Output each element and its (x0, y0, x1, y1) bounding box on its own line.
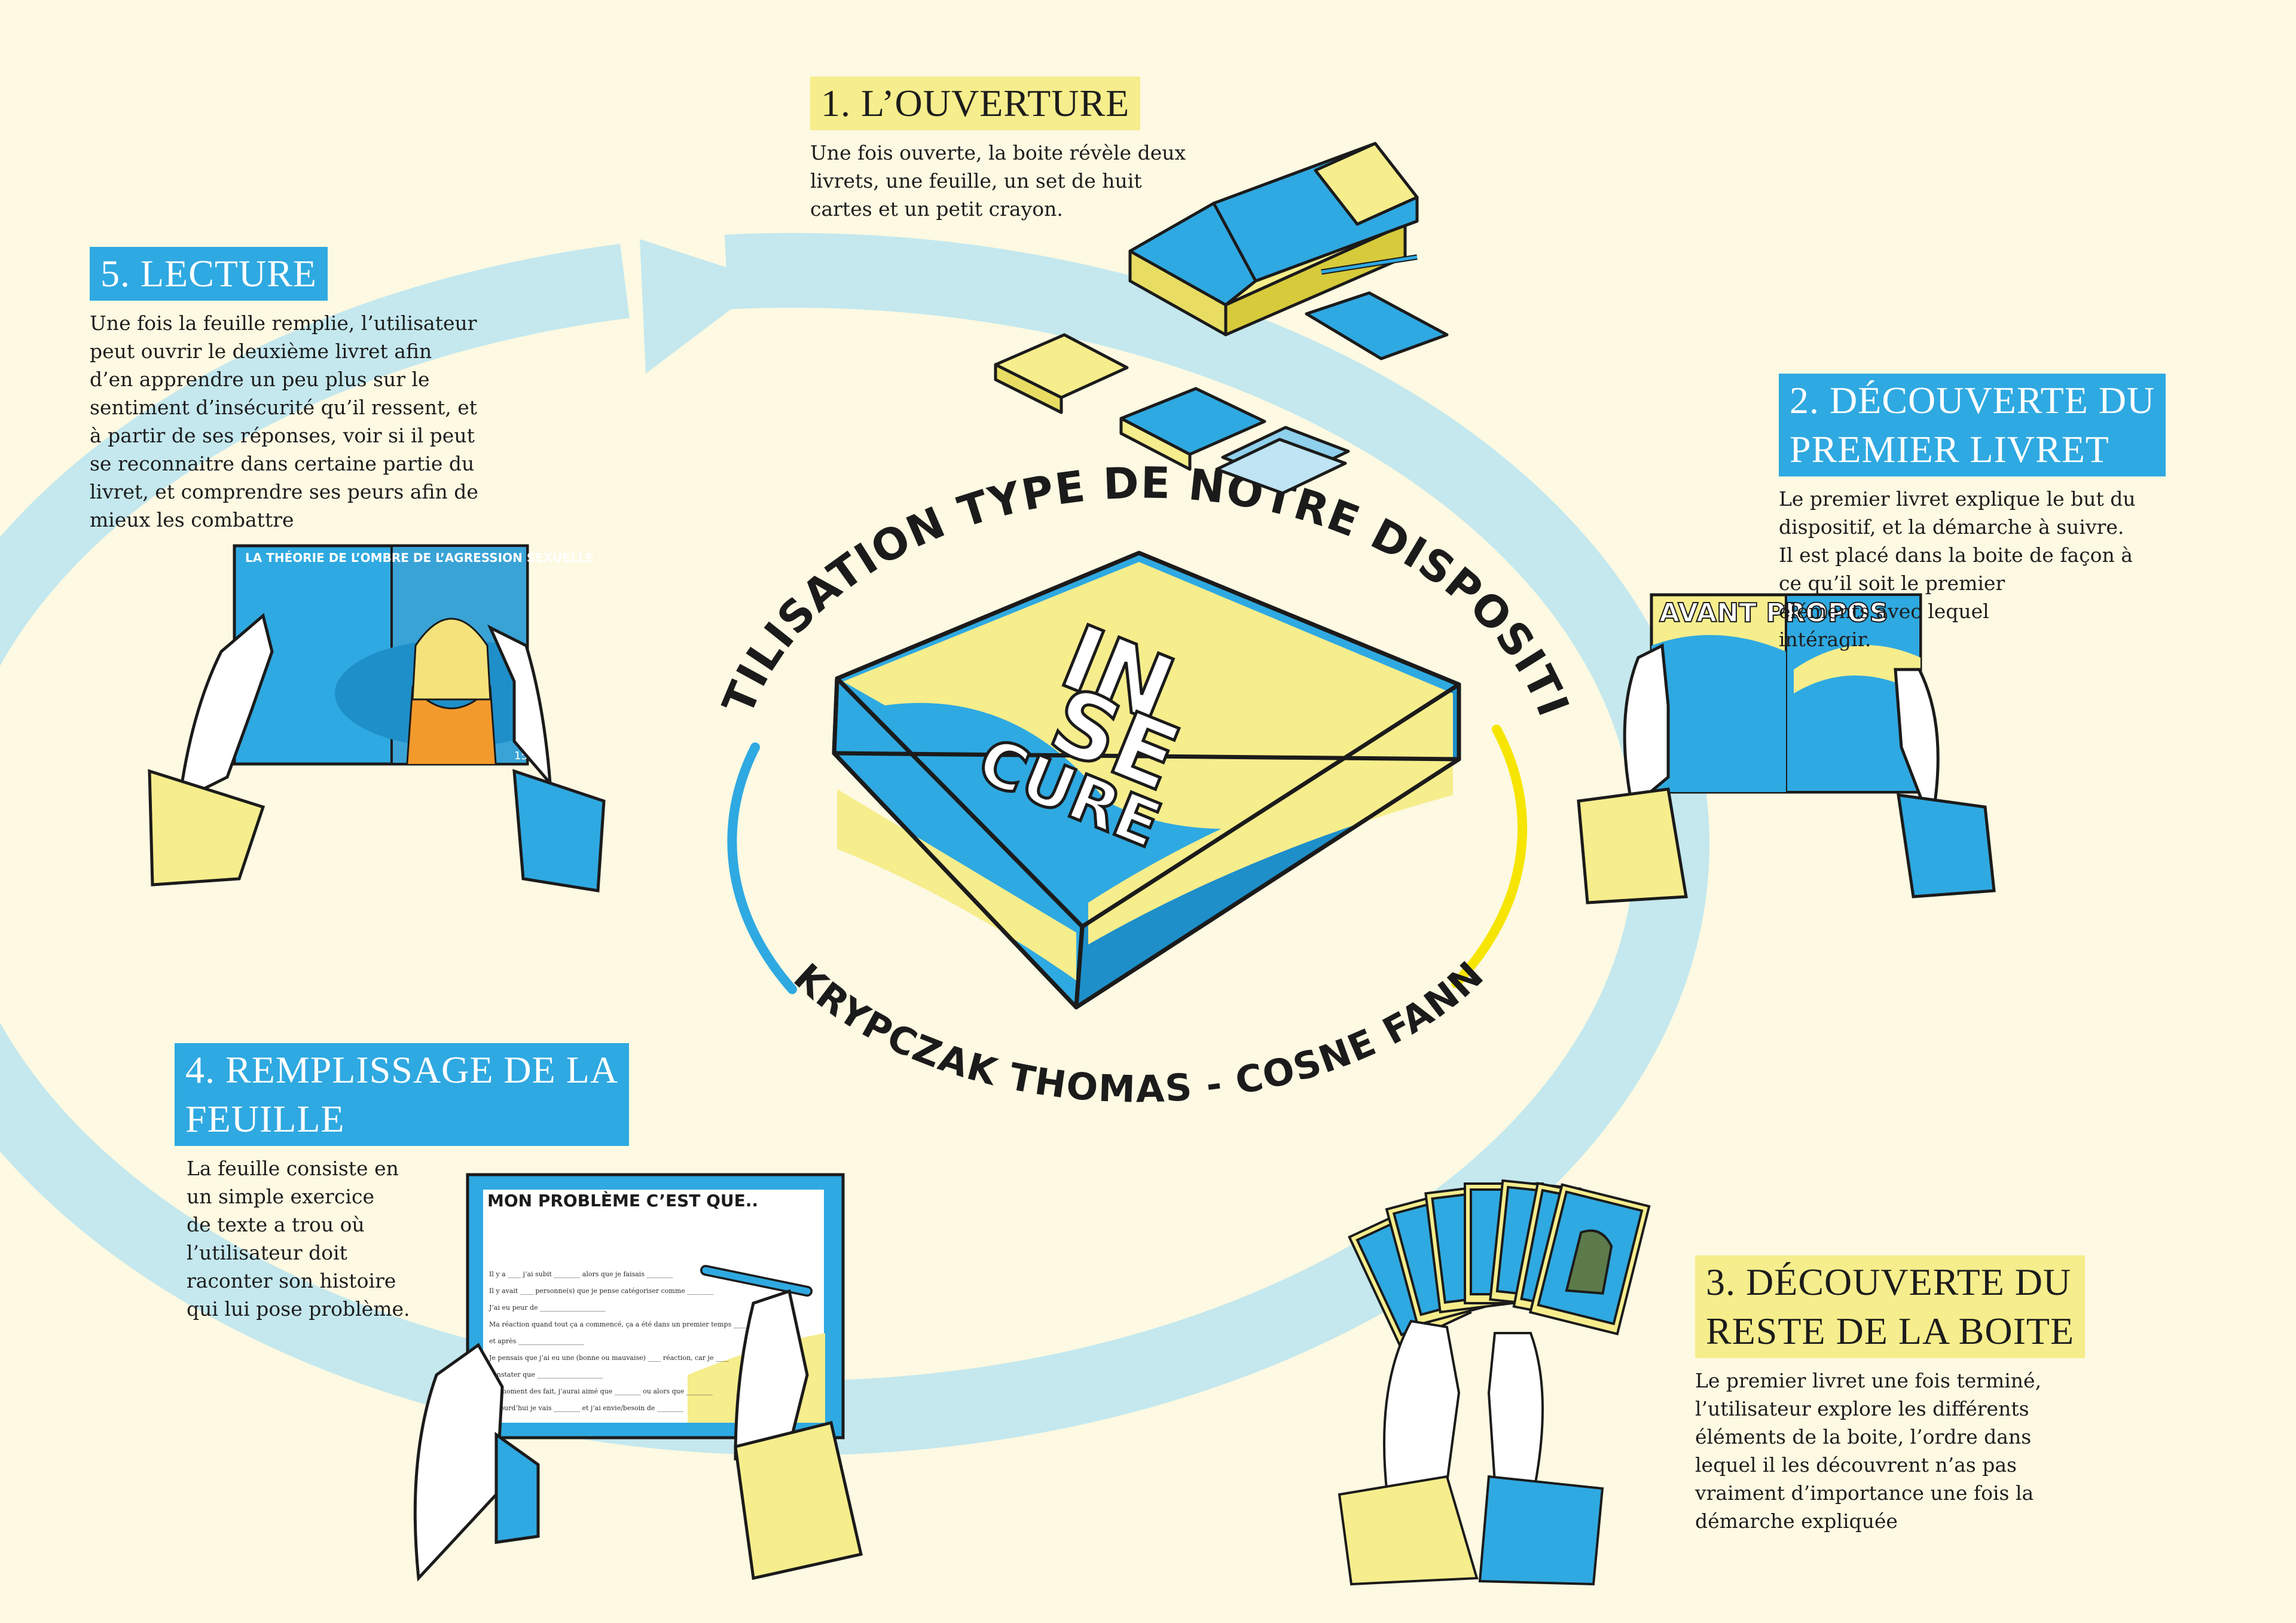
sheet-title: MON PROBLÈME C’EST QUE.. (487, 1190, 758, 1211)
step4-sheet-illustration: MON PROBLÈME C’EST QUE.. Il y a ____ j’a… (413, 1173, 863, 1582)
sheet-line-8: Au moment des fait, j’aurai aimé que ___… (488, 1387, 713, 1395)
ring-arc-yellow (1451, 725, 1528, 988)
booklet-title: AVANT PROPOS (1659, 598, 1888, 628)
step-2-description: Le premier livret explique le but du dis… (1779, 487, 2136, 651)
step5-reading-book-illustration: LA THÉORIE DE L’OMBRE DE L’AGRESSION SEX… (148, 544, 606, 893)
sheet-line-2: Il y avait ____ personne(s) que je pense… (489, 1287, 714, 1295)
step-1-title: 1. L’OUVERTURE (810, 77, 1141, 130)
book-left-title: LA THÉORIE DE L’OMBRE DE L’AGRESSION SEX… (245, 551, 594, 565)
sheet-line-3: J’ai eu peur de ____________________ (488, 1304, 606, 1312)
step-3-block: 3. DÉCOUVERTE DU RESTE DE LA BOITE Le pr… (1695, 1255, 2233, 1535)
step3-cards-illustration (1338, 1179, 1651, 1586)
step1-open-box-illustration (994, 142, 1449, 495)
central-box (832, 551, 1461, 1010)
step-5-title: 5. LECTURE (90, 247, 328, 301)
sheet-line-4: Ma réaction quand tout ça a commencé, ça… (489, 1321, 747, 1328)
sheet-line-9: Aujourd’hui je vais ________ et j’ai env… (488, 1404, 683, 1412)
step-5-block: 5. LECTURE Une fois la feuille remplie, … (90, 247, 568, 534)
step-1-block: 1. L’OUVERTURE Une fois ouverte, la boit… (810, 77, 1300, 223)
cycle-arrow (0, 233, 1709, 1456)
step-3-description: Le premier livret une fois terminé, l’ut… (1695, 1369, 2042, 1533)
step-2-block: 2. DÉCOUVERTE DU PREMIER LIVRET Le premi… (1779, 374, 2269, 653)
sheet-line-6: Je pensais que j’ai eu une (bonne ou mau… (488, 1354, 729, 1362)
sheet-line-7: constater que ____________________ (489, 1371, 603, 1379)
cycle-arrowhead (640, 239, 768, 374)
step-2-title: 2. DÉCOUVERTE DU PREMIER LIVRET (1779, 374, 2166, 476)
step-4-title: 4. REMPLISSAGE DE LA FEUILLE (175, 1043, 630, 1146)
step-5-description: Une fois la feuille remplie, l’utilisate… (90, 311, 478, 531)
step-3-title: 3. DÉCOUVERTE DU RESTE DE LA BOITE (1695, 1255, 2086, 1358)
step2-booklet-illustration: AVANT PROPOS (1577, 593, 1996, 904)
ring-arc-blue (727, 742, 797, 994)
sheet-line-1: Il y a ____ j’ai subit ________ alors qu… (489, 1270, 673, 1278)
step-1-description: Une fois ouverte, la boite révèle deux l… (810, 141, 1186, 221)
step-4-description: La feuille consiste en un simple exercic… (187, 1157, 410, 1321)
sheet-line-5: et après ____________________ (489, 1337, 584, 1345)
step-4-block: 4. REMPLISSAGE DE LA FEUILLE La feuille … (175, 1043, 671, 1323)
